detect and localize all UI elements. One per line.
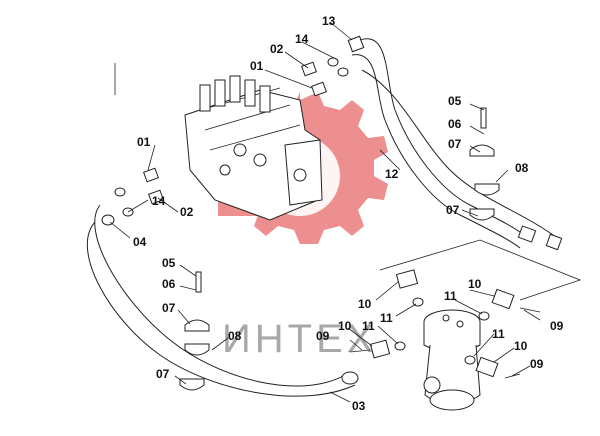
leader-lines <box>109 21 541 403</box>
label-09-a: 09 <box>316 329 330 343</box>
label-07-right-bottom: 07 <box>446 203 460 217</box>
label-11-c: 11 <box>444 289 457 303</box>
label-11-d: 11 <box>492 327 505 341</box>
label-14-left: 14 <box>152 194 166 208</box>
callout-frame <box>114 63 582 301</box>
label-12: 12 <box>385 167 399 181</box>
label-07-left-top: 07 <box>162 301 176 315</box>
label-05-left: 05 <box>162 256 176 270</box>
label-06-right: 06 <box>448 117 462 131</box>
fittings-left <box>101 167 164 226</box>
label-08-left: 08 <box>228 329 242 343</box>
part-labels: 13 14 02 01 05 06 07 08 12 01 02 14 04 0… <box>133 14 564 413</box>
label-10-b: 10 <box>338 319 352 333</box>
label-02-top: 02 <box>270 42 284 56</box>
hose-12 <box>351 38 563 251</box>
label-05-right: 05 <box>448 94 462 108</box>
label-02-left: 02 <box>180 205 194 219</box>
hose-03 <box>86 204 359 397</box>
label-13: 13 <box>322 14 336 28</box>
control-valve-block <box>184 75 323 221</box>
label-10-d: 10 <box>514 339 528 353</box>
fittings-top <box>301 35 365 97</box>
label-14-top: 14 <box>295 32 309 46</box>
label-09-c: 09 <box>530 357 544 371</box>
label-10-a: 10 <box>358 297 372 311</box>
label-11-a: 11 <box>380 311 393 325</box>
label-03: 03 <box>352 399 366 413</box>
label-06-left: 06 <box>162 277 176 291</box>
flange-fittings <box>349 269 541 379</box>
watermark-text: ИНТЕХ <box>222 317 377 361</box>
label-07-left-bottom: 07 <box>156 367 170 381</box>
label-01-left: 01 <box>137 135 151 149</box>
label-04: 04 <box>133 235 147 249</box>
label-11-b: 11 <box>362 319 375 333</box>
label-07-right-top: 07 <box>448 137 462 151</box>
label-08-right: 08 <box>515 161 529 175</box>
clamp-assembly-right <box>469 107 500 221</box>
label-10-c: 10 <box>468 277 482 291</box>
label-09-b: 09 <box>550 319 564 333</box>
label-01-top: 01 <box>250 59 264 73</box>
